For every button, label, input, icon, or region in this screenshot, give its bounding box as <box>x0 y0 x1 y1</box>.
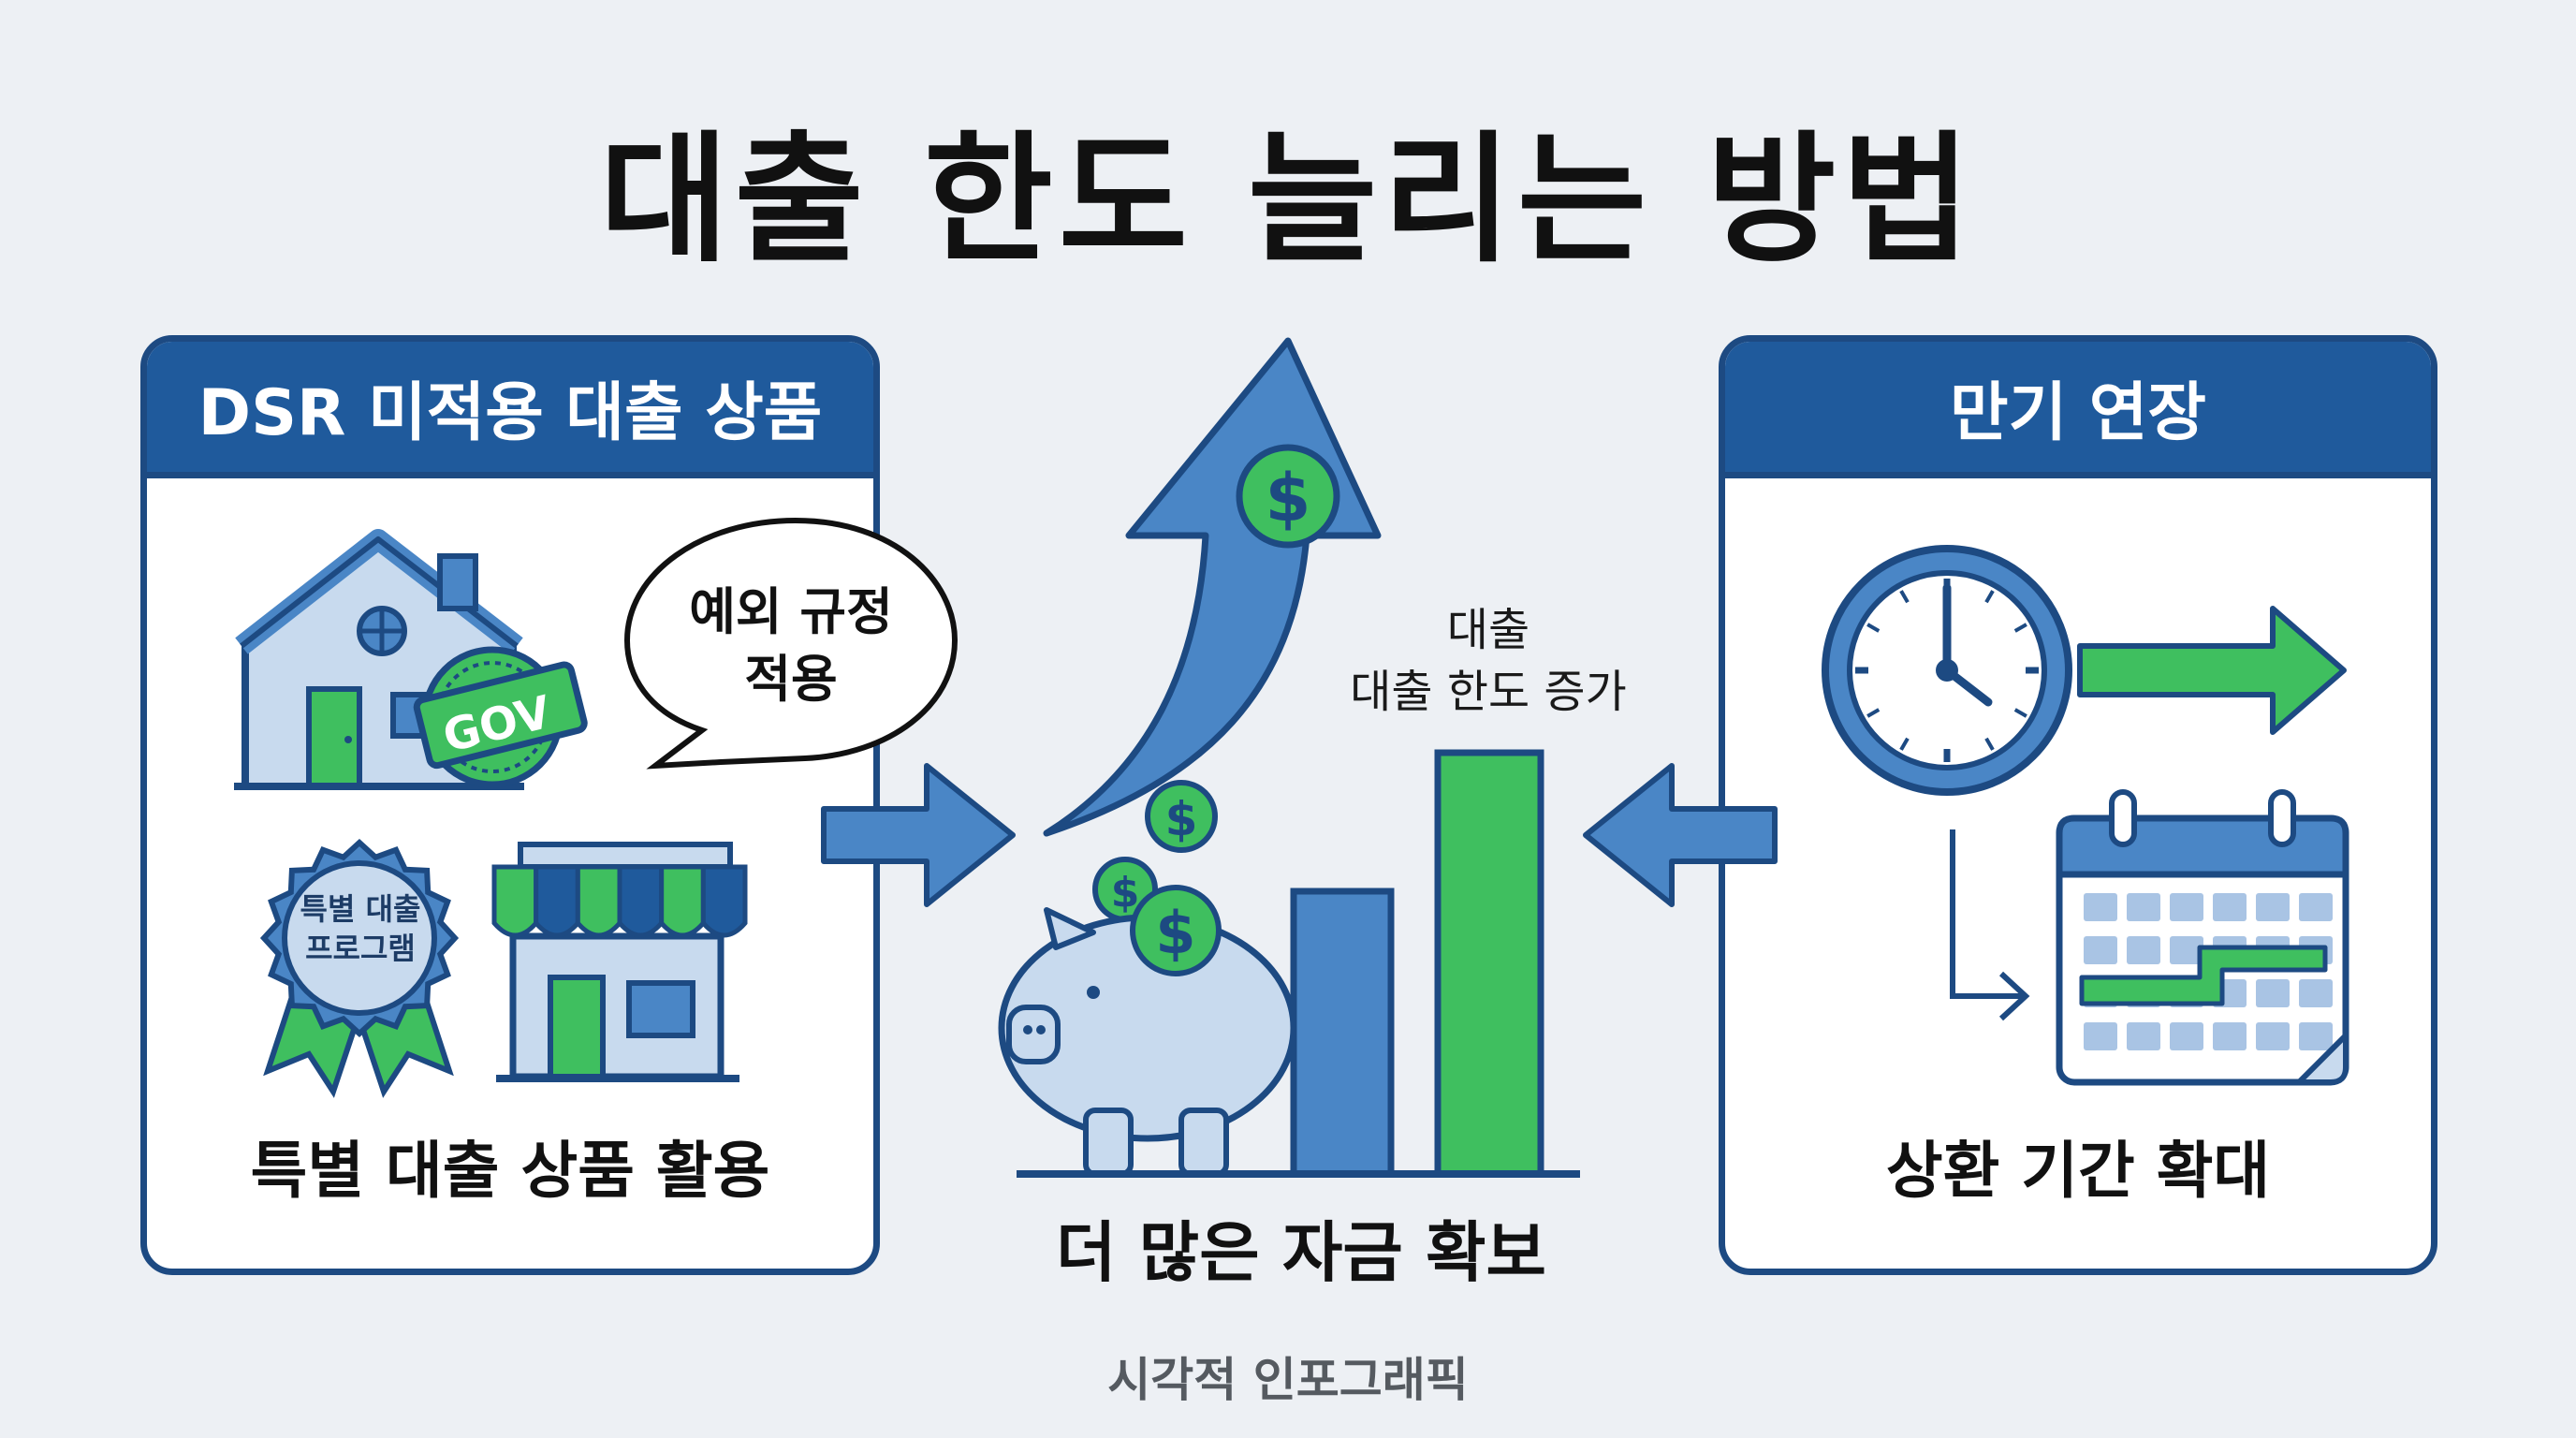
currency-symbol: $ <box>1165 792 1198 846</box>
caption: 시각적 인포그래픽 <box>1107 1353 1469 1407</box>
clock-tick <box>1899 590 1910 604</box>
calendar-day-cell <box>2127 1022 2160 1050</box>
calendar-day-cell <box>2084 1022 2117 1050</box>
calendar-icon <box>2056 789 2349 1086</box>
loan-limit-bar-chart <box>1017 749 1580 1178</box>
calendar-day-cell <box>2170 936 2203 964</box>
elbow-arrow-icon <box>1950 829 2030 1021</box>
calendar-day-cell <box>2127 936 2160 964</box>
maturity-extension-card-header: 만기 연장 <box>1725 342 2431 478</box>
calendar-day-cell <box>2084 936 2117 964</box>
calendar-day-cell <box>2213 893 2247 921</box>
calendar-day-cell <box>2170 893 2203 921</box>
clock-tick <box>2013 708 2027 718</box>
coin-icon-large: $ <box>1236 444 1340 549</box>
calendar-day-cell <box>2299 979 2333 1007</box>
page-title: 대출 한도 늘리는 방법 <box>599 119 1977 282</box>
bar-annotation-line1: 대출 <box>1446 604 1530 656</box>
clock-tick <box>1984 737 1995 751</box>
speech-bubble <box>623 517 959 770</box>
calendar-day-cell <box>2256 1022 2290 1050</box>
calendar-day-cell <box>2256 893 2290 921</box>
calendar-day-cell <box>2084 893 2117 921</box>
center-footer-label: 더 많은 자금 확보 <box>1056 1214 1546 1291</box>
clock-tick <box>1984 590 1995 604</box>
clock-tick <box>2013 623 2027 633</box>
calendar-day-cell <box>2127 893 2160 921</box>
clock-tick <box>1866 708 1881 718</box>
bar-annotation-line2: 대출 한도 증가 <box>1350 666 1627 718</box>
speech-bubble-line1: 예외 규정 <box>689 582 893 641</box>
award-ribbon-icon <box>259 838 460 1098</box>
clock-icon <box>1822 545 2072 796</box>
awning-stripe <box>700 864 748 938</box>
calendar-day-cell <box>2170 1022 2203 1050</box>
awning-stripe <box>491 864 539 938</box>
speech-bubble-line2: 적용 <box>744 650 838 709</box>
clock-tick <box>1899 737 1910 751</box>
calendar-day-cell <box>2299 893 2333 921</box>
dsr-exempt-card-footer: 특별 대출 상품 활용 <box>250 1135 770 1207</box>
coin-icon: $ <box>1130 885 1222 976</box>
right-into-center-arrow-icon <box>1583 763 1778 907</box>
speech-bubble-text: 예외 규정 적용 <box>637 579 945 713</box>
growth-up-arrow-icon <box>1043 337 1382 837</box>
awning-stripe <box>575 864 622 938</box>
awning-stripe <box>617 864 665 938</box>
clock-tick <box>1866 623 1881 633</box>
bar-before <box>1290 888 1395 1178</box>
currency-symbol: $ <box>1155 899 1195 967</box>
extend-right-arrow-icon <box>2077 606 2347 735</box>
currency-symbol: $ <box>1266 460 1311 536</box>
maturity-extension-card-footer: 상환 기간 확대 <box>1885 1135 2271 1207</box>
awning-stripe <box>534 864 580 938</box>
gov-badge-icon <box>413 646 588 788</box>
currency-symbol: $ <box>1111 869 1140 917</box>
awning-stripe <box>659 864 706 938</box>
left-into-center-arrow-icon <box>821 763 1016 907</box>
coin-icon: $ <box>1145 780 1218 853</box>
bar-after <box>1434 749 1544 1178</box>
award-ribbon-line1: 특별 대출 <box>300 891 421 927</box>
store-icon <box>491 842 748 1082</box>
bar-annotation: 대출 대출 한도 증가 <box>1310 599 1666 723</box>
maturity-extension-card: 만기 연장 상환 기간 확대 <box>1719 335 2437 1275</box>
award-ribbon-line2: 프로그램 <box>305 931 416 966</box>
house-icon <box>234 529 524 790</box>
award-ribbon-text: 특별 대출 프로그램 <box>271 889 449 968</box>
dsr-exempt-card-header: DSR 미적용 대출 상품 <box>147 342 873 478</box>
calendar-day-cell <box>2299 1022 2333 1050</box>
dsr-exempt-card: DSR 미적용 대출 상품 특별 대출 상품 활용 <box>140 335 880 1275</box>
calendar-day-cell <box>2256 979 2290 1007</box>
calendar-day-cell <box>2213 1022 2247 1050</box>
